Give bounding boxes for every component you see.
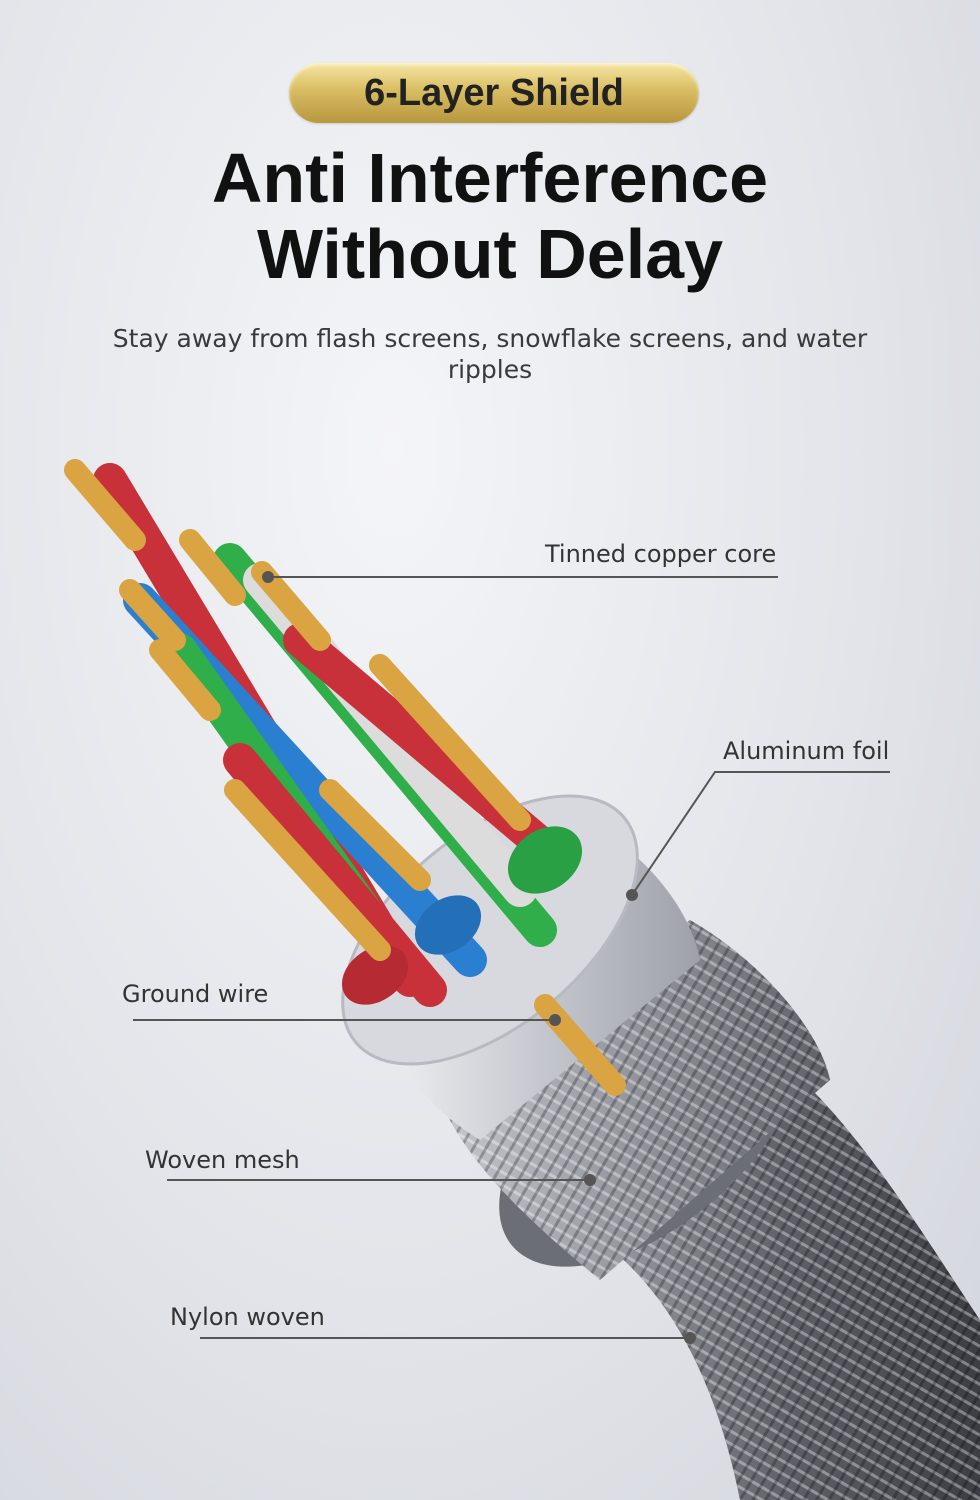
headline: Anti Interference Without Delay — [0, 140, 980, 292]
callout-dots — [262, 571, 696, 1344]
copper-strands — [64, 459, 626, 1096]
headline-line-2: Without Delay — [256, 215, 724, 293]
callout-tinned-copper-core: Tinned copper core — [545, 540, 777, 568]
callout-woven-mesh: Woven mesh — [145, 1146, 300, 1174]
callout-nylon-woven: Nylon woven — [170, 1303, 325, 1331]
woven-mesh-layer — [440, 920, 830, 1280]
callout-lines — [133, 576, 890, 1339]
callout-aluminum-foil: Aluminum foil — [723, 737, 890, 765]
headline-line-1: Anti Interference — [211, 139, 769, 217]
subtitle: Stay away from flash screens, snowflake … — [112, 324, 868, 384]
callout-ground-wire: Ground wire — [122, 980, 269, 1008]
layer-badge: 6-Layer Shield — [289, 63, 699, 123]
